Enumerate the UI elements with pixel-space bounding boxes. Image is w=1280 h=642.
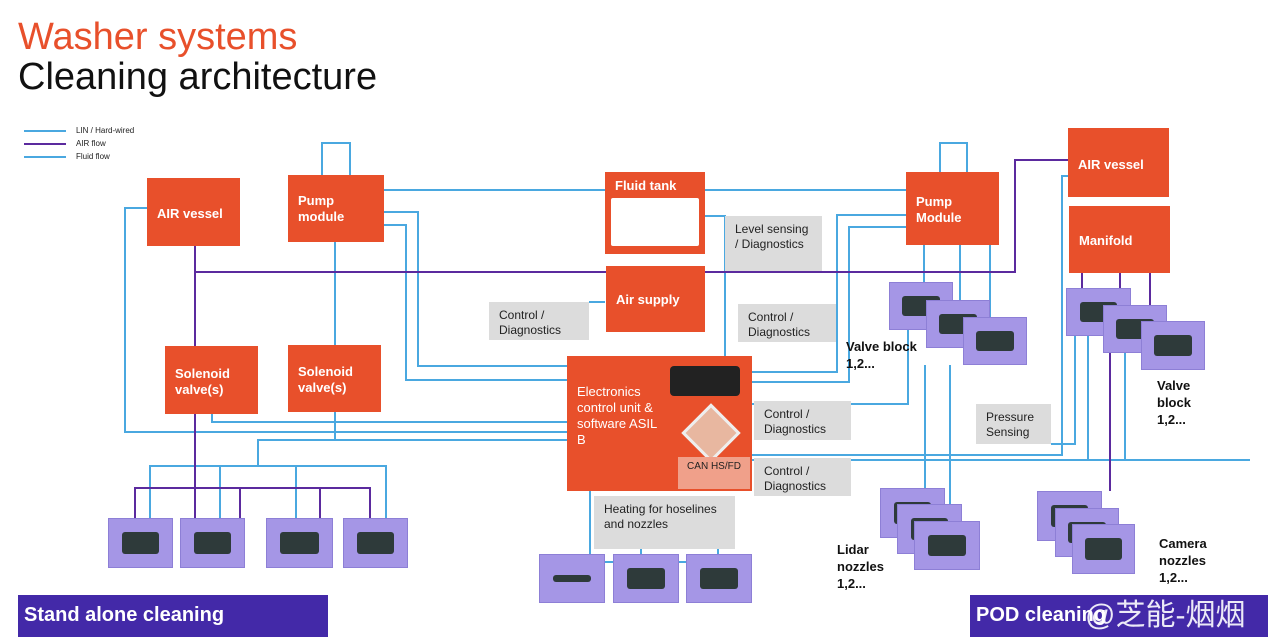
camera-nozzle-device: [343, 518, 408, 568]
control-diag-label-3: Control / Diagnostics: [754, 401, 851, 440]
legend-air: AIR flow: [76, 139, 106, 148]
stand-alone-banner: Stand alone cleaning: [18, 595, 328, 637]
valve-block-right-label: Valve block 1,2...: [1157, 378, 1191, 427]
pump-module-right: Pump Module: [906, 172, 999, 245]
camera-nozzle-device: [686, 554, 752, 603]
pressure-sensing-label: Pressure Sensing: [976, 404, 1051, 444]
camera-nozzle-device: [266, 518, 333, 568]
valve-block: [963, 317, 1027, 365]
air-vessel-left: AIR vessel: [147, 178, 240, 246]
heating-label: Heating for hoselines and nozzles: [594, 496, 735, 549]
fluid-tank: Fluid tank: [605, 172, 705, 254]
level-sensing-label: Level sensing / Diagnostics: [725, 216, 822, 271]
control-diag-label-1: Control / Diagnostics: [489, 302, 589, 340]
title-line2: Cleaning architecture: [18, 56, 378, 98]
control-diag-label-4: Control / Diagnostics: [754, 458, 851, 496]
valve-block: [1141, 321, 1205, 370]
hoseline-device: [539, 554, 605, 603]
air-vessel-right: AIR vessel: [1068, 128, 1169, 197]
camera-nozzle: [1072, 524, 1135, 574]
pod-cleaning-banner: POD cleaning: [970, 595, 1268, 637]
fluid-tank-label: Fluid tank: [615, 178, 677, 193]
legend-lin: LIN / Hard-wired: [76, 126, 135, 135]
solenoid-valve-2: Solenoid valve(s): [288, 345, 381, 412]
nozzle-device: [180, 518, 245, 568]
solenoid-valve-1: Solenoid valve(s): [165, 346, 258, 414]
watermark: @芝能-烟烟: [1085, 599, 1246, 632]
air-supply: Air supply: [606, 266, 705, 332]
nozzle-device: [613, 554, 679, 603]
control-diag-label-2: Control / Diagnostics: [738, 304, 836, 342]
pump-module-left: Pump module: [288, 175, 384, 242]
legend-fluid: Fluid flow: [76, 152, 110, 161]
manifold: Manifold: [1069, 206, 1170, 273]
camera-nozzles-label: Camera nozzles 1,2...: [1159, 536, 1207, 585]
can-bus: CAN HS/FD: [678, 457, 750, 489]
nozzle-device: [108, 518, 173, 568]
lidar-nozzle: [914, 521, 980, 570]
title-line1: Washer systems: [18, 16, 298, 58]
lidar-nozzles-label: Lidar nozzles 1,2...: [837, 542, 884, 591]
valve-block-left-label: Valve block 1,2...: [846, 339, 917, 371]
ecu-image: [670, 366, 740, 396]
fluid-tank-image: [611, 198, 699, 246]
